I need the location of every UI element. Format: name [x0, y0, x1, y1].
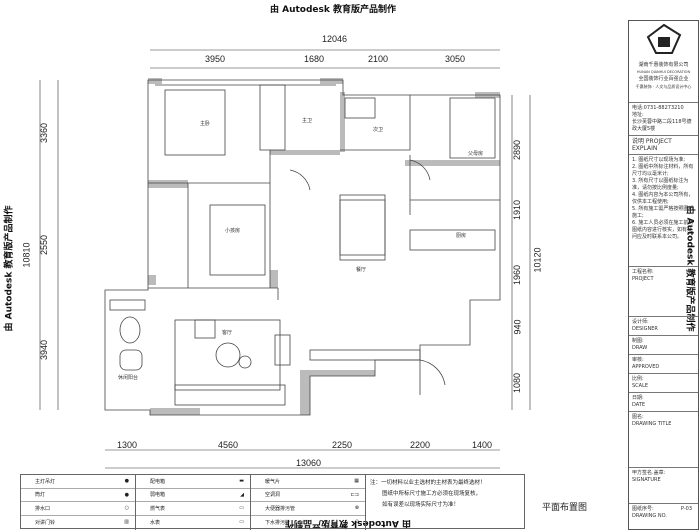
field-label: 工程名称: [632, 269, 654, 275]
note: 注：一切材料以业主选材的主材表为最终选材！ [370, 480, 486, 486]
room-dining: 餐厅 [356, 267, 367, 273]
dim-right: 1910 [512, 199, 523, 221]
company-logo-icon [646, 23, 681, 54]
dim-bottom: 4560 [218, 440, 239, 450]
room-second-bath: 次卫 [373, 127, 384, 133]
legend-item: 暖气片 [265, 478, 281, 485]
room-kids: 小孩房 [225, 228, 241, 234]
dim-left-total: 10810 [21, 242, 32, 268]
field-label-en: SCALE [632, 383, 649, 389]
drawing-title: 平面布置图 [542, 503, 588, 513]
dim-left: 3360 [39, 122, 50, 144]
field-label-en: DRAW [632, 345, 648, 351]
explain-item: 3. 所有尺寸以图纸标注为准，请勿按比例度量; [632, 178, 689, 191]
field-label-en: PROJECT [632, 276, 654, 282]
room-balcony: 休闲阳台 [118, 375, 139, 381]
explain-item: 5. 所有施工需严格按照图纸施工; [632, 206, 694, 219]
notes: 注：一切材料以业主选材的主材表为最终选材！ 图纸中所标尺寸施工方必须在现场复核，… [370, 478, 530, 511]
explain-item: 2. 图纸中所标注材料，所有尺寸均以毫米计; [632, 164, 694, 177]
drawing-no-label: 图纸序号: [632, 506, 654, 512]
legend-item: 空调洞 [265, 492, 281, 499]
dim-right: 1080 [512, 372, 523, 394]
dim-bottom-total: 13060 [296, 458, 322, 468]
subtitle: 千惠装饰 · 人文与品质设计中心 [635, 84, 692, 89]
field-label-en: DESIGNER [632, 326, 658, 332]
legend-item: 配电箱 [150, 478, 166, 485]
field-label: 比例: [632, 376, 644, 382]
dim-top: 2100 [368, 54, 389, 64]
dim-top: 3050 [445, 54, 466, 64]
legend-item: 主灯吊灯 [35, 478, 56, 485]
room-master-bath: 主卫 [302, 118, 313, 124]
field-label: 审核: [632, 357, 644, 363]
room-parents: 父母房 [468, 151, 484, 157]
dim-left: 2550 [39, 234, 50, 256]
legend-item: 对讲门铃 [35, 519, 56, 526]
explain-item: 1. 图纸尺寸以现场为准; [632, 157, 686, 163]
legend-item: 弱电箱 [150, 492, 166, 499]
field-label: 设计师: [632, 319, 649, 325]
explain-heading: 说明 PROJECT EXPLAIN [629, 136, 698, 155]
address: 长沙芙蓉中路二段118号德政大厦5楼 [632, 119, 692, 132]
dimension-lines [39, 49, 531, 469]
dim-bottom: 2200 [410, 440, 431, 450]
legend-item: 水表 [150, 519, 161, 526]
explain-item: 6. 施工人员必须在施工前对图纸内容进行核实，如有疑问应及时联系本公司。 [632, 220, 694, 240]
field-label: 甲方签名.盖章: [632, 470, 666, 476]
legend-item: 筒灯 [35, 492, 46, 499]
slogan: 全国装饰行业百强企业 [638, 76, 689, 82]
phone: 电话:0731-88273210 [632, 105, 684, 111]
dim-right: 940 [512, 319, 523, 335]
legend-item: 燃气表 [150, 505, 166, 512]
room-master-bedroom: 主卧 [200, 121, 211, 127]
walls-solid [148, 78, 500, 415]
legend-item: 下水排污管 [265, 519, 291, 526]
field-label-en: APPROVED [632, 364, 660, 370]
room-living: 客厅 [222, 330, 233, 336]
dim-right: 1960 [512, 264, 523, 286]
floor-plan [39, 49, 531, 469]
explain-item: 4. 图纸内容为本公司所有，仅供本工程使用; [632, 192, 694, 205]
field-label-en: DATE [632, 402, 646, 408]
dim-bottom: 2250 [332, 440, 353, 450]
dim-top: 3950 [205, 54, 226, 64]
address-label: 地址: [632, 112, 644, 118]
drawing-no-label-en: DRAWING NO. [632, 513, 667, 519]
room-kitchen: 厨房 [456, 233, 467, 239]
dim-right: 2890 [512, 139, 523, 161]
watermark-top: 由 Autodesk 教育版产品制作 [270, 5, 397, 15]
legend-item: 大便器排污管 [265, 505, 296, 512]
field-label-en: DRAWING TITLE [632, 421, 672, 427]
dim-left: 3940 [39, 339, 50, 361]
title-block: 湖南千惠装饰有限公司 HUNAN QIANHUI DECORATION 全国装饰… [628, 20, 699, 530]
field-label: 图名: [632, 414, 644, 420]
dim-right-total: 10120 [532, 247, 543, 273]
field-label-en: SIGNATURE [632, 477, 661, 483]
walls [104, 79, 501, 416]
dim-bottom: 1300 [117, 440, 138, 450]
note: 图纸中所标尺寸施工方必须在现场复核， [382, 491, 482, 497]
dim-top: 1680 [304, 54, 325, 64]
company-name-en: HUNAN QIANHUI DECORATION [636, 70, 691, 74]
legend-item: 排水口 [35, 505, 51, 512]
drawing-no: P-03 [680, 506, 692, 512]
field-label: 制图: [632, 338, 644, 344]
legend: 主灯吊灯● 筒灯● 排水口○ 对讲门铃▥ 配电箱▬ 弱电箱◢ 燃气表▭ 水表▭ … [20, 474, 525, 530]
company-name: 湖南千惠装饰有限公司 [638, 62, 689, 68]
field-label: 日期: [632, 395, 644, 401]
dim-top-total: 12046 [322, 34, 348, 44]
note: 如有误差以现场实际尺寸为准！ [382, 502, 460, 508]
dim-bottom: 1400 [472, 440, 493, 450]
